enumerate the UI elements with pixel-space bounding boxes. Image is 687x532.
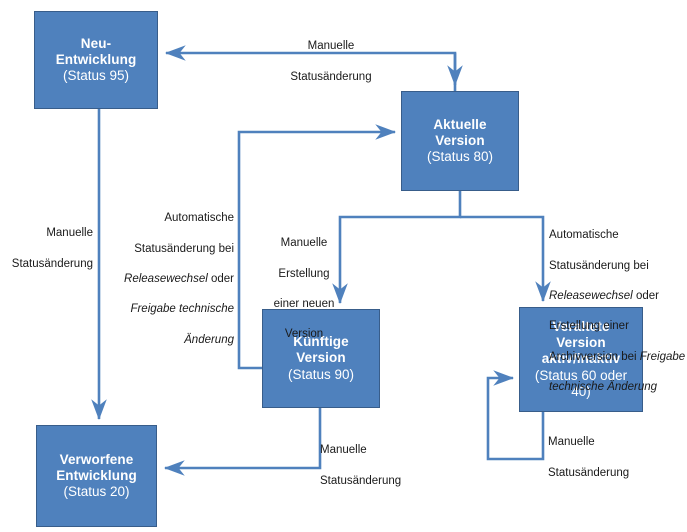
edge-label-aktuelle-to-veraltete-line3-rest: oder xyxy=(632,289,659,302)
edge-label-neu-to-verworfene-line2: Statusänderung xyxy=(11,257,93,270)
node-veraltete-version-status: (Status 60 oder 40) xyxy=(534,367,628,399)
edge-label-aktuelle-to-veraltete: Automatische Statusänderung bei Releasew… xyxy=(549,213,687,410)
edge-label-veraltete-self-loop-line1: Manuelle xyxy=(548,436,595,449)
edge-label-kuenftige-to-aktuelle-line2: Statusänderung bei xyxy=(134,242,234,255)
edge-label-kuenftige-to-aktuelle-line4: Freigabe technische xyxy=(130,303,234,316)
edge-label-kuenftige-to-aktuelle: Automatische Statusänderung bei Releasew… xyxy=(112,196,234,363)
edge-label-aktuelle-to-kuenftige-line2: Erstellung xyxy=(278,267,330,280)
edge-label-aktuelle-to-veraltete-line6: technische Änderung xyxy=(549,380,658,393)
edge-label-veraltete-self-loop-line2: Statusänderung xyxy=(548,466,630,479)
node-neu-entwicklung-title: Neu-Entwicklung xyxy=(55,35,137,67)
edge-label-kuenftige-to-aktuelle-line3: Releasewechsel oder xyxy=(112,272,234,287)
node-kuenftige-version-status: (Status 90) xyxy=(287,366,355,382)
edge-label-aktuelle-to-kuenftige-line1: Manuelle xyxy=(280,237,328,250)
edge-label-neu-to-verworfene-line1: Manuelle xyxy=(46,227,93,240)
edge-label-kuenftige-to-verworfene-line2: Statusänderung xyxy=(320,474,402,487)
edge-label-neu-to-verworfene: Manuelle Statusänderung xyxy=(5,211,93,287)
edge-label-aktuelle-to-neu-line1: Manuelle xyxy=(307,40,355,53)
edge-label-kuenftige-to-aktuelle-line3-rest: oder xyxy=(207,272,234,285)
edge-label-aktuelle-to-veraltete-line3: Releasewechsel oder xyxy=(549,289,687,304)
edge-kuenftige-to-verworfene xyxy=(163,408,322,476)
edge-label-kuenftige-to-verworfene: Manuelle Statusänderung xyxy=(320,428,430,504)
edge-label-aktuelle-to-veraltete-line1: Automatische xyxy=(549,229,619,242)
edge-label-aktuelle-to-veraltete-line4: Erstellung einer xyxy=(549,320,629,333)
node-neu-entwicklung[interactable]: Neu-Entwicklung (Status 95) xyxy=(34,11,158,109)
edge-label-aktuelle-to-veraltete-line3-italic: Releasewechsel xyxy=(549,289,633,302)
edge-label-kuenftige-to-verworfene-line1: Manuelle xyxy=(320,444,367,457)
edge-label-kuenftige-to-aktuelle-line1: Automatische xyxy=(164,212,234,225)
edge-label-kuenftige-to-aktuelle-line5: Änderung xyxy=(184,333,234,346)
edge-aktuelle-to-veraltete xyxy=(460,215,551,303)
node-verworfene-entwicklung-status: (Status 20) xyxy=(63,484,130,500)
node-aktuelle-version-status: (Status 80) xyxy=(426,149,494,165)
edge-label-aktuelle-to-kuenftige: Manuelle Erstellung einer neuen Version xyxy=(273,221,335,358)
edge-label-veraltete-self-loop: Manuelle Statusänderung xyxy=(548,420,658,496)
edge-label-aktuelle-to-veraltete-line5: Archivversion bei Freigabe xyxy=(549,350,687,365)
edge-label-aktuelle-to-kuenftige-line3: einer neuen xyxy=(273,297,335,310)
edge-label-aktuelle-to-kuenftige-line4: Version xyxy=(284,328,324,341)
edge-aktuelle-to-kuenftige xyxy=(332,191,462,305)
edge-label-kuenftige-to-aktuelle-line3-italic: Releasewechsel xyxy=(124,272,208,285)
edge-label-aktuelle-to-veraltete-line5-italic: Freigabe xyxy=(639,350,686,363)
node-neu-entwicklung-status: (Status 95) xyxy=(62,68,130,84)
edge-label-aktuelle-to-veraltete-line2: Statusänderung bei xyxy=(549,259,649,272)
edge-label-aktuelle-to-neu: Manuelle Statusänderung xyxy=(270,24,392,100)
edge-label-aktuelle-to-veraltete-line5-pre: Archivversion bei xyxy=(549,350,640,363)
edge-label-aktuelle-to-neu-line2: Statusänderung xyxy=(290,70,372,83)
